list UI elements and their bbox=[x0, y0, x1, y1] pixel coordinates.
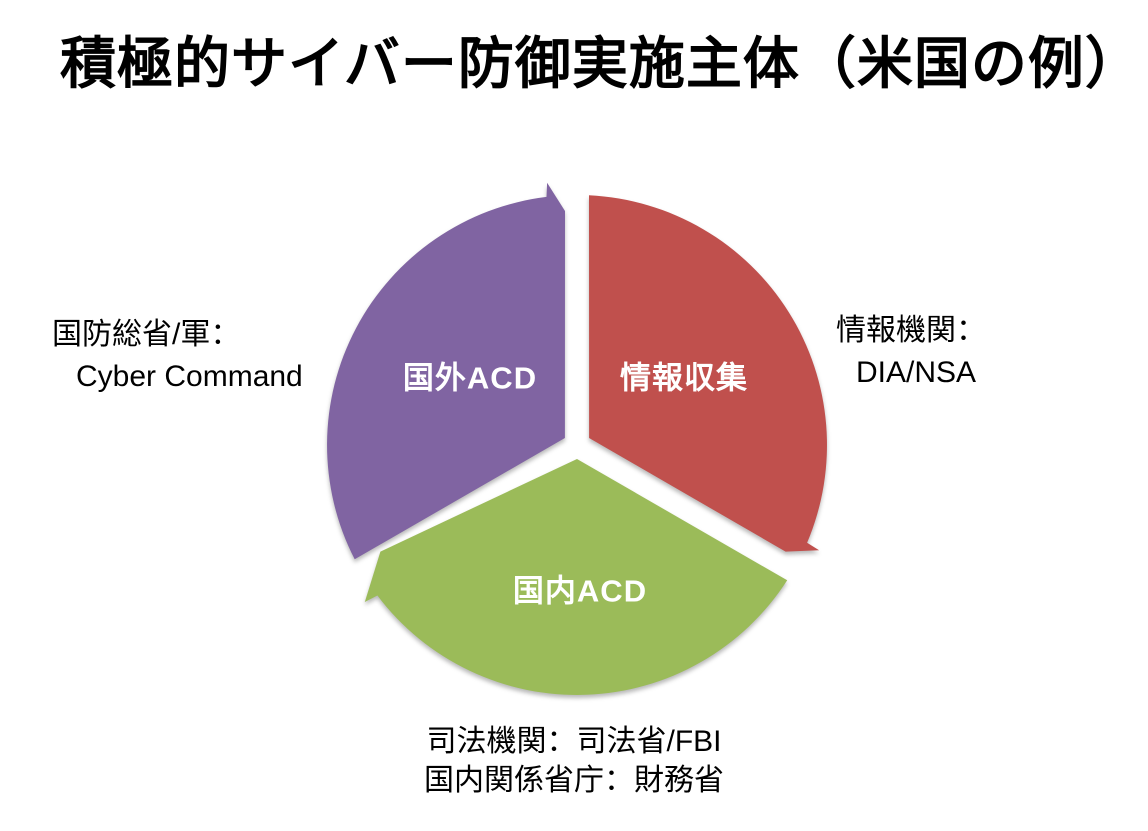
annotation-line-dia-nsa: DIA/NSA bbox=[856, 356, 977, 389]
annotation-line-domestic-treasury: 国内関係省庁：財務省 bbox=[424, 764, 724, 797]
annotation-line-defense: 国防総省/軍： bbox=[52, 318, 241, 351]
slide-title: 積極的サイバー防御実施主体（米国の例） bbox=[60, 32, 1142, 95]
segment-arrow-domestic-acd bbox=[364, 459, 788, 695]
segment-arrow-info-gathering bbox=[589, 195, 827, 552]
annotation-line-cyber-command: Cyber Command bbox=[76, 360, 303, 393]
annotation-justice-domestic-agencies: 司法機関：司法省/FBI 国内関係省庁：財務省 bbox=[0, 722, 1148, 800]
segment-label-foreign-acd: 国外ACD bbox=[402, 360, 538, 396]
segment-arrow-foreign-acd bbox=[327, 182, 565, 560]
annotation-intelligence-agencies: 情報機関： DIA/NSA bbox=[836, 310, 986, 394]
annotation-line-intelligence: 情報機関： bbox=[836, 314, 986, 347]
segment-label-info-gathering: 情報収集 bbox=[620, 360, 748, 396]
annotation-defense-cyber-command: 国防総省/軍： Cyber Command bbox=[52, 314, 303, 398]
annotation-line-justice-fbi: 司法機関：司法省/FBI bbox=[426, 725, 722, 758]
segment-label-domestic-acd: 国内ACD bbox=[512, 573, 648, 609]
